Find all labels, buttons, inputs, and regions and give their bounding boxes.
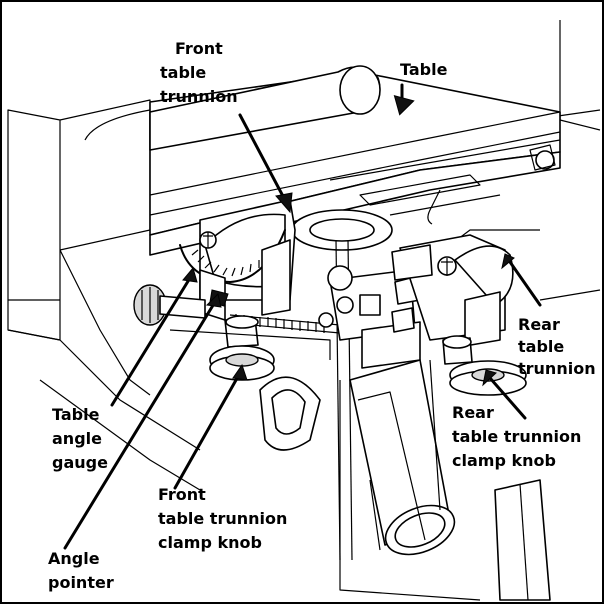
label-gauge-1: Table xyxy=(52,405,100,424)
triangle-base xyxy=(259,376,321,451)
label-front-clamp-2: table trunnion xyxy=(158,509,287,528)
label-rear-clamp-2: table trunnion xyxy=(452,427,581,446)
label-pointer-1: Angle xyxy=(48,549,100,568)
lower-housing xyxy=(169,329,551,601)
label-front-trunnion-2: table xyxy=(160,63,206,82)
table-insert xyxy=(291,209,393,251)
rear-clamp-knob xyxy=(442,335,527,396)
tube xyxy=(349,359,456,556)
label-front-clamp-3: clamp knob xyxy=(158,533,262,552)
label-pointer-2: pointer xyxy=(48,573,114,592)
label-rear-clamp-1: Rear xyxy=(452,403,494,422)
front-trunnion xyxy=(133,199,296,326)
leader-lines xyxy=(63,83,542,550)
label-front-trunnion-3: trunnion xyxy=(160,87,238,106)
label-front-clamp-1: Front xyxy=(158,485,206,504)
rear-trunnion xyxy=(391,234,514,347)
label-rear-clamp-3: clamp knob xyxy=(452,451,556,470)
blade-guide xyxy=(327,265,421,369)
label-gauge-2: angle xyxy=(52,429,102,448)
label-rear-trunnion-1: Rear xyxy=(518,315,560,334)
label-front-trunnion-1: Front xyxy=(175,39,223,58)
label-rear-trunnion-2: table xyxy=(518,337,564,356)
label-gauge-3: gauge xyxy=(52,453,108,472)
label-rear-trunnion-3: trunnion xyxy=(518,359,596,378)
label-table: Table xyxy=(400,60,448,79)
